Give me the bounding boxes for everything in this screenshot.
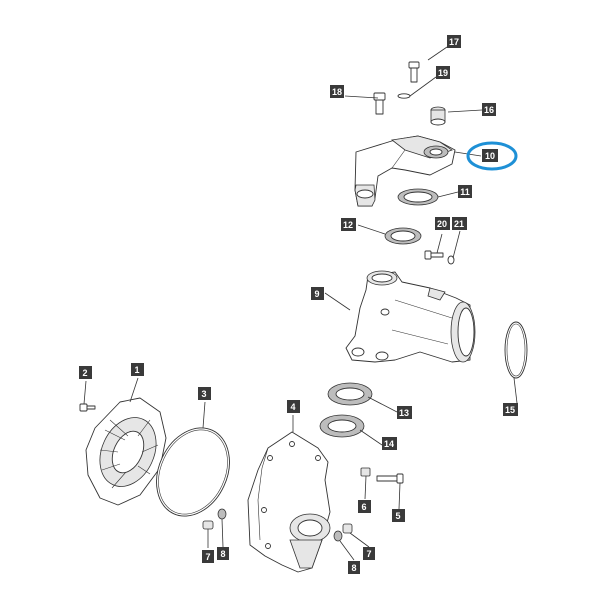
part-cover-1 — [85, 397, 167, 506]
svg-text:13: 13 — [399, 408, 409, 418]
part-bolt-18 — [373, 92, 386, 115]
part-seal-11 — [397, 188, 439, 206]
callout-2: 2 — [79, 366, 92, 379]
svg-text:3: 3 — [201, 389, 206, 399]
svg-text:7: 7 — [205, 552, 210, 562]
part-bolt-17 — [408, 61, 420, 83]
svg-text:17: 17 — [449, 37, 459, 47]
svg-text:7: 7 — [366, 549, 371, 559]
part-cap-16 — [430, 106, 446, 126]
svg-text:21: 21 — [454, 219, 464, 229]
svg-text:1: 1 — [134, 365, 139, 375]
svg-text:2: 2 — [82, 368, 87, 378]
part-housing-9 — [345, 270, 476, 363]
part-washer-8-left — [217, 508, 227, 520]
svg-text:20: 20 — [437, 219, 447, 229]
callout-20: 20 — [435, 217, 450, 230]
part-washer-21 — [447, 255, 455, 265]
svg-text:19: 19 — [438, 68, 448, 78]
callout-17: 17 — [447, 35, 461, 48]
callout-8-right: 8 — [348, 561, 360, 574]
leader-lines — [83, 46, 518, 561]
callout-7-left: 7 — [202, 550, 214, 563]
part-bearing-12 — [384, 227, 422, 245]
callout-10: 10 — [482, 149, 498, 162]
svg-text:14: 14 — [384, 439, 394, 449]
part-bolt-5 — [376, 473, 404, 484]
part-bracket-10 — [354, 135, 456, 207]
svg-text:9: 9 — [314, 289, 319, 299]
svg-text:5: 5 — [395, 511, 400, 521]
callout-21: 21 — [452, 217, 467, 230]
callout-12: 12 — [341, 218, 356, 231]
callout-11: 11 — [458, 185, 472, 198]
svg-text:12: 12 — [343, 220, 353, 230]
svg-text:16: 16 — [484, 105, 494, 115]
part-seal-14 — [319, 414, 365, 438]
svg-text:4: 4 — [290, 402, 295, 412]
callout-13: 13 — [397, 406, 412, 419]
callout-4: 4 — [287, 400, 300, 413]
highlight-ring — [466, 141, 518, 171]
callout-19: 19 — [436, 66, 450, 79]
callout-9: 9 — [311, 287, 324, 300]
callout-18: 18 — [330, 85, 344, 98]
callout-16: 16 — [482, 103, 496, 116]
callout-8-left: 8 — [217, 547, 229, 560]
svg-text:10: 10 — [485, 151, 495, 161]
callout-5: 5 — [392, 509, 405, 522]
callout-1: 1 — [131, 363, 144, 376]
part-nut-6 — [360, 467, 371, 477]
svg-text:8: 8 — [220, 549, 225, 559]
part-housing-4 — [247, 431, 331, 573]
part-washer-8-right — [333, 530, 343, 542]
svg-text:6: 6 — [361, 502, 366, 512]
part-plug-7-left — [202, 520, 214, 530]
svg-text:15: 15 — [505, 405, 515, 415]
part-bolt-2 — [79, 403, 96, 412]
callout-14: 14 — [382, 437, 397, 450]
callout-6: 6 — [358, 500, 371, 513]
callout-7-right: 7 — [363, 547, 375, 560]
svg-text:8: 8 — [351, 563, 356, 573]
part-pin-19 — [397, 93, 411, 99]
svg-text:11: 11 — [460, 187, 470, 197]
part-plug-7-right — [342, 523, 353, 534]
svg-text:18: 18 — [332, 87, 342, 97]
callout-15: 15 — [503, 403, 518, 416]
callout-3: 3 — [198, 387, 211, 400]
part-bolt-20 — [424, 250, 444, 260]
part-seal-13 — [327, 382, 373, 406]
part-oring-15 — [504, 321, 528, 379]
part-gasket-3 — [156, 427, 230, 517]
